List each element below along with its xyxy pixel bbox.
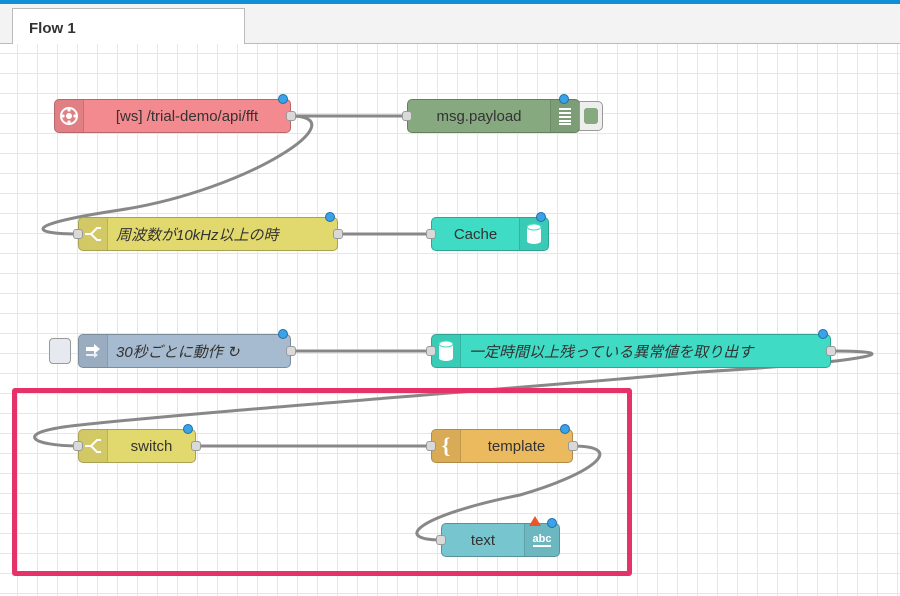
input-port[interactable] (426, 229, 436, 239)
database-icon (432, 335, 461, 367)
top-accent-bar (0, 0, 900, 4)
text-node[interactable]: text abc (436, 516, 560, 557)
output-port[interactable] (826, 346, 836, 356)
text-label: text (470, 531, 496, 549)
debug-toggle-icon (584, 108, 598, 124)
input-port[interactable] (426, 346, 436, 356)
output-port[interactable] (286, 111, 296, 121)
changed-indicator (559, 94, 569, 104)
highlight-box (12, 388, 632, 576)
switch-icon (79, 218, 108, 250)
websocket-in-node[interactable]: [ws] /trial-demo/api/fft (54, 94, 296, 133)
input-port[interactable] (402, 111, 412, 121)
debug-label: msg.payload (436, 107, 522, 125)
changed-indicator (547, 518, 557, 528)
input-port[interactable] (73, 229, 83, 239)
switch-frequency-label: 周波数が10kHz以上の時 (116, 226, 279, 244)
websocket-icon (55, 100, 84, 132)
output-port[interactable] (333, 229, 343, 239)
switch-node-frequency[interactable]: 周波数が10kHz以上の時 (73, 212, 343, 251)
tab-flow-1[interactable]: Flow 1 (12, 8, 245, 45)
input-port[interactable] (436, 535, 446, 545)
changed-indicator (278, 94, 288, 104)
switch-label: switch (130, 437, 173, 455)
text-abc-icon-label: abc (532, 533, 552, 547)
database-icon (519, 218, 548, 250)
changed-indicator (818, 329, 828, 339)
changed-indicator (536, 212, 546, 222)
cache-node[interactable]: Cache (426, 212, 549, 251)
debug-node[interactable]: msg.payload (402, 94, 580, 133)
changed-indicator (183, 424, 193, 434)
text-abc-icon: abc (524, 524, 559, 556)
input-port[interactable] (73, 441, 83, 451)
inject-arrow-icon (79, 335, 108, 367)
inject-label: 30秒ごとに動作 ↻ (116, 343, 240, 361)
switch-node[interactable]: switch (73, 424, 201, 463)
input-port[interactable] (426, 441, 436, 451)
query-node[interactable]: 一定時間以上残っている異常値を取り出す (426, 329, 836, 368)
output-port[interactable] (286, 346, 296, 356)
inject-node[interactable]: 30秒ごとに動作 ↻ (78, 329, 296, 368)
changed-indicator (560, 424, 570, 434)
template-node[interactable]: { template (426, 424, 578, 463)
output-port[interactable] (191, 441, 201, 451)
tab-bar: Flow 1 (0, 4, 900, 45)
websocket-in-label: [ws] /trial-demo/api/fft (115, 107, 259, 125)
query-label: 一定時間以上残っている異常値を取り出す (469, 343, 754, 361)
switch-icon (79, 430, 108, 462)
debug-toggle-button[interactable] (579, 101, 603, 131)
template-label: template (487, 437, 546, 455)
cache-label: Cache (453, 225, 498, 243)
inject-trigger-button[interactable] (49, 338, 71, 364)
debug-list-icon (550, 100, 579, 132)
template-brace-icon: { (432, 430, 461, 462)
output-port[interactable] (568, 441, 578, 451)
changed-indicator (278, 329, 288, 339)
warning-triangle-icon (529, 516, 541, 526)
changed-indicator (325, 212, 335, 222)
